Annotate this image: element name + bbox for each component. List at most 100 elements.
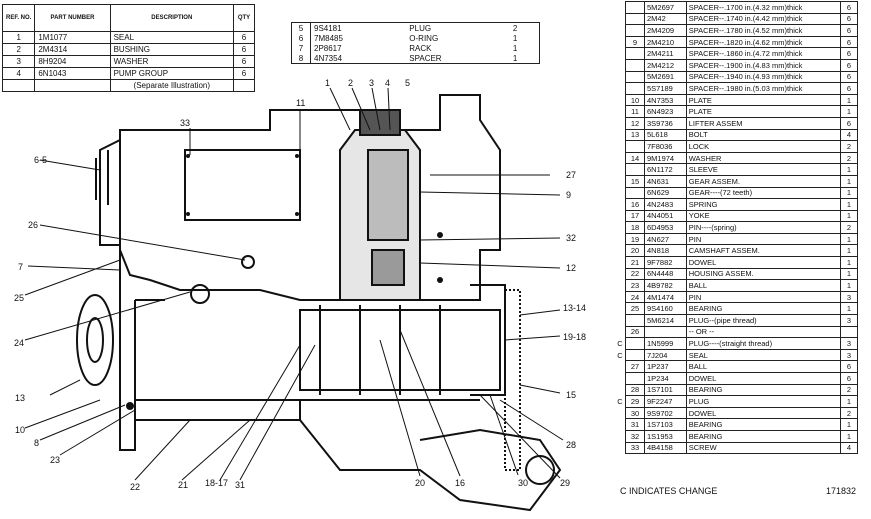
change-flag-cell: [615, 25, 626, 37]
ref-cell: [625, 163, 645, 176]
desc-cell: GEAR----(72 teeth): [685, 186, 842, 200]
callout-7: 7: [18, 262, 24, 272]
parts-table-middle: 5 9S4181 PLUG 2 6 7M8485 O-RING 1 7 2P86…: [291, 22, 540, 64]
part-cell: 4N4051: [644, 209, 687, 223]
change-flag-cell: [615, 164, 626, 176]
qty-cell: 3: [840, 314, 858, 327]
header-qty: QTY: [233, 4, 255, 32]
qty-cell: 4: [840, 441, 858, 455]
callout-5: 5: [405, 78, 411, 88]
ref-cell: [625, 314, 645, 327]
callout-22: 22: [130, 482, 141, 492]
qty-cell: 1: [840, 209, 858, 223]
ref-cell: 16: [625, 198, 645, 211]
empty-cell: [1, 79, 36, 92]
part-cell: 5S7189: [644, 82, 687, 95]
desc-cell: SCREW: [685, 441, 842, 455]
part-cell: 7J204: [644, 348, 687, 362]
qty-cell: 6: [233, 67, 255, 80]
desc-cell: BEARING: [685, 302, 842, 316]
part-cell: 1S7101: [644, 383, 687, 397]
part-cell: 5M2691: [644, 70, 687, 84]
desc-cell: PLATE: [685, 105, 842, 118]
desc-cell: WASHER: [109, 55, 235, 68]
change-flag-cell: [615, 175, 626, 187]
callout-18-17: 18-17: [205, 478, 229, 488]
callout-11: 11: [296, 98, 306, 108]
change-flag-cell: [615, 2, 626, 14]
change-flag-cell: [615, 199, 626, 211]
desc-cell: SPACER--.1780 in.(4.52 mm)thick: [685, 24, 842, 37]
qty-cell: 1: [840, 105, 858, 118]
callout-6-5: 6-5: [34, 155, 48, 165]
ref-cell: [625, 1, 645, 14]
ref-cell: 20: [625, 244, 645, 258]
parts-table-top: REF. NO. PART NUMBER DESCRIPTION QTY 1 1…: [1, 4, 255, 92]
desc-cell: PLATE: [685, 93, 842, 107]
desc-cell: BALL: [685, 279, 842, 292]
table-row: 4 6N1043 PUMP GROUP 6: [1, 67, 255, 80]
ref-cell: 30: [625, 406, 645, 420]
qty-cell: 6: [233, 31, 255, 44]
ref-cell: 4: [1, 67, 36, 80]
qty-cell: 2: [840, 140, 858, 153]
callout-13: 13: [15, 393, 26, 403]
ref-cell: 13: [625, 128, 645, 142]
change-flag-cell: [615, 210, 626, 222]
desc-cell: WASHER: [685, 151, 842, 165]
ref-cell: 22: [625, 267, 645, 281]
desc-cell: PIN----(spring): [685, 221, 842, 234]
desc-cell: YOKE: [685, 209, 842, 223]
qty-cell: 2: [840, 221, 858, 234]
callout-8: 8: [34, 438, 40, 448]
part-cell: 9S4181: [314, 23, 342, 33]
table-row: 6 7M8485 O-RING 1: [291, 33, 540, 43]
change-flag-cell: [615, 245, 626, 257]
desc-cell: PLUG: [685, 395, 842, 408]
part-cell: 2P8617: [314, 43, 342, 53]
desc-cell: PIN: [685, 290, 842, 304]
change-flag-cell: [615, 129, 626, 141]
qty-cell: 6: [840, 116, 858, 130]
table-note: (Separate Illustration): [109, 79, 235, 92]
change-flag-cell: [615, 106, 626, 118]
part-cell: 4N2483: [644, 198, 687, 211]
desc-cell: DOWEL: [685, 406, 842, 420]
callout-13-14: 13-14: [563, 303, 587, 313]
change-flag-cell: [615, 59, 626, 71]
change-flag-cell: [615, 13, 626, 25]
desc-cell: PLUG----(straight thread): [685, 337, 842, 350]
change-flag-cell: [615, 71, 626, 83]
table-header-row: REF. NO. PART NUMBER DESCRIPTION QTY: [1, 4, 255, 32]
part-cell: 6N4923: [644, 105, 687, 118]
qty-cell: 1: [840, 302, 858, 316]
desc-cell: PUMP GROUP: [109, 67, 235, 80]
callout-19-18: 19-18: [563, 332, 587, 342]
qty-cell: 1: [840, 418, 858, 431]
ref-cell: 3: [1, 55, 36, 68]
ref-cell: [625, 47, 645, 60]
callout-29: 29: [560, 478, 571, 488]
qty-cell: 3: [840, 348, 858, 362]
change-flag-cell: [615, 268, 626, 280]
ref-cell: [625, 82, 645, 95]
ref-cell: [625, 24, 645, 37]
qty-cell: 1: [840, 244, 858, 258]
change-flag-cell: [615, 83, 626, 95]
qty-cell: 6: [840, 372, 858, 385]
part-cell: 2M4211: [644, 47, 687, 60]
qty-cell: 1: [512, 53, 518, 63]
qty-cell: 6: [840, 35, 858, 49]
callout-23: 23: [50, 455, 61, 465]
